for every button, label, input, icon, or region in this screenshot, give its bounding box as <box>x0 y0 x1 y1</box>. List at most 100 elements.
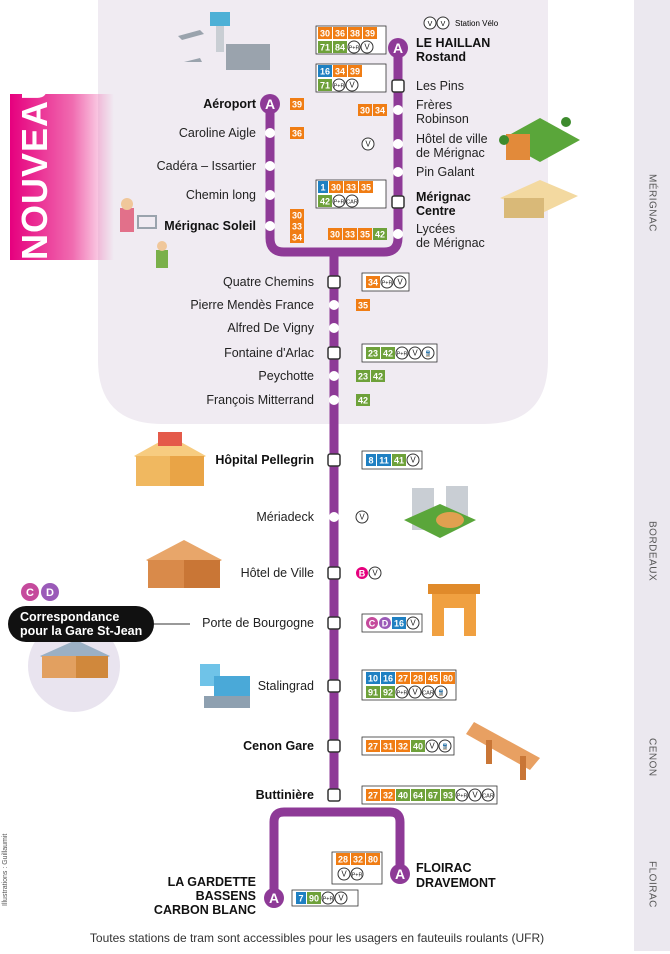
svg-text:V: V <box>359 513 365 522</box>
bus-34: 34 <box>373 104 387 116</box>
bus-80: 80 <box>366 853 380 865</box>
bus-train: 🚆 <box>434 685 448 699</box>
bus-27: 27 <box>366 740 380 752</box>
bus-11: 11 <box>377 454 391 466</box>
bus-pr: P+R <box>395 685 409 699</box>
svg-text:V: V <box>410 619 416 628</box>
bus-v: V <box>408 346 422 360</box>
svg-text:V: V <box>428 21 433 28</box>
svg-text:41: 41 <box>394 456 404 466</box>
bus-35: 35 <box>358 228 372 240</box>
illustration-credit: Illustrations : Guillaumit <box>2 833 9 906</box>
stop-label-right: Lycées <box>416 222 455 236</box>
gate-illustration <box>428 584 480 636</box>
bus-v: V <box>368 566 382 580</box>
stop-trunk-2[interactable] <box>329 323 339 333</box>
stop-trunk-11[interactable] <box>327 739 341 753</box>
stop-label-trunk: Hôpital Pellegrin <box>215 453 314 467</box>
stop-1-left[interactable] <box>265 128 275 138</box>
bus-42: 42 <box>356 394 370 406</box>
bus-7: 7 <box>296 892 306 904</box>
stop-label-left: Chemin long <box>186 188 256 202</box>
bus-pr: P+R <box>347 40 361 54</box>
svg-text:71: 71 <box>320 81 330 91</box>
stop-5-right[interactable] <box>391 195 405 209</box>
svg-text:27: 27 <box>368 791 378 801</box>
bus-16: 16 <box>318 65 332 77</box>
stop-label-left: Cadéra – Issartier <box>157 159 256 173</box>
svg-text:27: 27 <box>398 674 408 684</box>
svg-text:90: 90 <box>309 894 319 904</box>
bus-40: 40 <box>396 789 410 801</box>
stop-3-right[interactable] <box>393 139 403 149</box>
svg-text:P+R: P+R <box>323 897 334 903</box>
bus-30: 30 <box>328 228 342 240</box>
stop-floirac-letter: A <box>395 866 405 882</box>
svg-text:39: 39 <box>365 29 375 39</box>
stop-label-trunk: Buttinière <box>256 788 314 802</box>
svg-text:V: V <box>429 742 435 751</box>
stop-label-left: Aéroport <box>203 97 257 111</box>
bus-v: V <box>406 616 420 630</box>
stop-trunk-7[interactable] <box>329 512 339 522</box>
stop-4-right[interactable] <box>393 167 403 177</box>
nouveau-label: NOUVEAU <box>14 72 55 260</box>
bus-c: C <box>366 617 378 629</box>
stop-trunk-5[interactable] <box>329 395 339 405</box>
section-floirac: FLOIRAC <box>634 818 670 954</box>
stop-le-haillan[interactable] <box>388 38 408 58</box>
stop-trunk-6[interactable] <box>327 453 341 467</box>
correspondance-box: Correspondance pour la Gare St-Jean <box>8 606 154 642</box>
svg-text:16: 16 <box>320 67 330 77</box>
hospital-illustration <box>134 432 206 486</box>
stop-label-right-2: Centre <box>416 204 456 218</box>
stop-floirac[interactable] <box>390 864 410 884</box>
stop-2-right[interactable] <box>393 105 403 115</box>
stop-label-right: Hôtel de ville <box>416 132 488 146</box>
stop-trunk-1[interactable] <box>329 300 339 310</box>
stop-trunk-0[interactable] <box>327 275 341 289</box>
terminus-right-line2: DRAVEMONT <box>416 876 496 890</box>
bus-16: 16 <box>381 672 395 684</box>
station-canopy-illustration <box>466 722 540 780</box>
stop-trunk-10[interactable] <box>327 679 341 693</box>
svg-text:P+R: P+R <box>334 84 345 90</box>
stop-trunk-12[interactable] <box>327 788 341 802</box>
bus-28: 28 <box>411 672 425 684</box>
stop-label-left: Caroline Aigle <box>179 126 256 140</box>
bus-16: 16 <box>392 617 406 629</box>
gare-st-jean-illustration <box>40 640 110 678</box>
stop-trunk-9[interactable] <box>327 616 341 630</box>
svg-text:V: V <box>412 688 418 697</box>
svg-text:V: V <box>441 21 446 28</box>
stop-trunk-3[interactable] <box>327 346 341 360</box>
svg-text:P+R: P+R <box>352 873 363 879</box>
bus-33: 33 <box>344 181 358 193</box>
stop-2-left[interactable] <box>265 161 275 171</box>
stop-3-left[interactable] <box>265 190 275 200</box>
bus-40: 40 <box>411 740 425 752</box>
city-hall-illustration <box>146 540 222 588</box>
stop-6-right[interactable] <box>393 229 403 239</box>
stop-la-gardette[interactable] <box>264 888 284 908</box>
svg-text:C: C <box>369 619 376 629</box>
svg-text:7: 7 <box>298 894 303 904</box>
bus-pr: P+R <box>332 78 346 92</box>
bus-71: 71 <box>318 41 332 53</box>
svg-text:11: 11 <box>379 456 389 466</box>
svg-text:P+R: P+R <box>457 794 468 800</box>
stop-trunk-4[interactable] <box>329 371 339 381</box>
svg-text:32: 32 <box>398 742 408 752</box>
bus-32: 32 <box>396 740 410 752</box>
stop-aeroport[interactable] <box>260 94 280 114</box>
svg-text:42: 42 <box>375 230 385 240</box>
bus-train: 🚆 <box>438 739 452 753</box>
svg-text:V: V <box>372 569 378 578</box>
stop-4-left[interactable] <box>265 221 275 231</box>
svg-text:B: B <box>359 569 366 579</box>
bus-39: 39 <box>348 65 362 77</box>
stop-1-right[interactable] <box>391 79 405 93</box>
svg-text:80: 80 <box>443 674 453 684</box>
bus-32: 32 <box>351 853 365 865</box>
stop-trunk-8[interactable] <box>327 566 341 580</box>
